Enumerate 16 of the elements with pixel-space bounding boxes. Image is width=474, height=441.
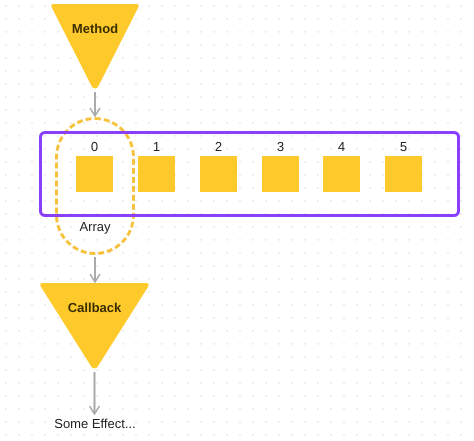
node-label: Array: [78, 219, 112, 234]
index-label: 3: [276, 139, 286, 154]
effect-label: Some Effect...: [53, 416, 137, 432]
arrow: [89, 257, 101, 283]
triangle-node: [39, 283, 150, 370]
triangle-node: [50, 4, 140, 90]
node-label: Callback: [66, 300, 122, 316]
index-label: 1: [152, 139, 162, 154]
arrow: [89, 92, 101, 117]
index-label: 5: [398, 139, 408, 154]
index-label: 4: [336, 139, 346, 154]
arrow: [88, 372, 100, 415]
array-frame: [39, 131, 460, 217]
index-label: 0: [90, 139, 100, 154]
index-label: 2: [214, 139, 224, 154]
node-label: Method: [70, 21, 120, 36]
